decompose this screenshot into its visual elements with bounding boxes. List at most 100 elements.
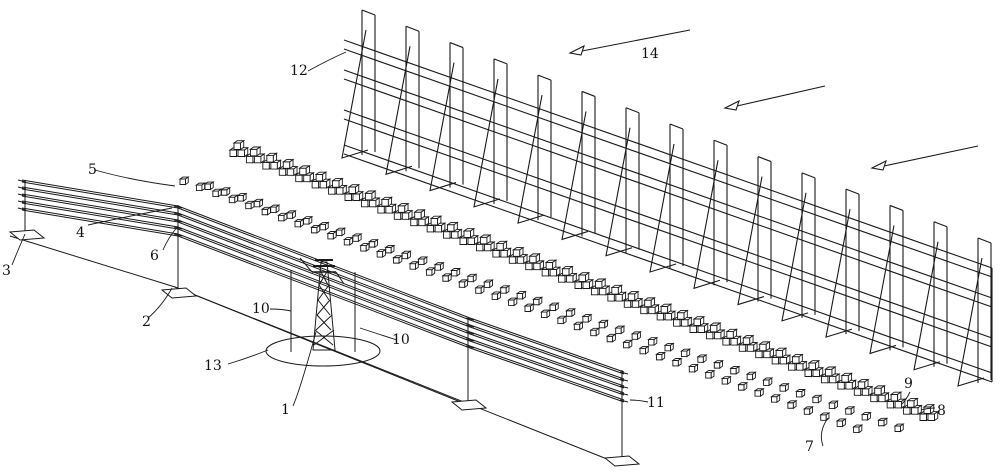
single-block (712, 359, 724, 369)
block-front (680, 350, 688, 358)
block-front (615, 327, 622, 334)
stacked-block (462, 227, 476, 239)
block-front (598, 287, 607, 296)
block-side (562, 315, 567, 325)
stacked-block (860, 385, 874, 397)
fence-rail (343, 69, 993, 299)
fence-post-top (449, 42, 464, 49)
single-block (860, 411, 872, 421)
stacked-block (889, 391, 903, 402)
block-side (272, 152, 278, 163)
block-front (377, 206, 385, 214)
label-9: 9 (904, 376, 913, 392)
block-front (443, 231, 451, 239)
stacked-block (314, 171, 328, 182)
block-side (650, 297, 655, 308)
block-side (342, 184, 347, 196)
block-side (293, 165, 298, 177)
block-front (303, 218, 310, 225)
ground-block (572, 321, 584, 331)
tower-jumper (335, 271, 345, 285)
block-side (555, 302, 559, 312)
block-side (375, 197, 380, 208)
stacked-block (265, 152, 279, 163)
block-side (240, 139, 245, 151)
block-side (884, 392, 889, 403)
block-front (376, 251, 384, 258)
block-side (661, 351, 666, 361)
stacked-block (659, 303, 673, 314)
stacked-block (413, 209, 426, 220)
block-side (332, 230, 337, 240)
block-side (880, 385, 885, 396)
block-front (529, 255, 537, 264)
block-front (430, 217, 439, 226)
block-front (220, 189, 228, 196)
block-front (360, 245, 367, 252)
block-side (704, 322, 709, 334)
insulator (173, 219, 183, 223)
block-side (441, 222, 446, 233)
block-side (316, 224, 321, 234)
ground-block (753, 387, 765, 398)
block-front (533, 262, 541, 271)
block-side (357, 233, 362, 243)
block-side (546, 309, 551, 319)
fence-post-top (669, 123, 684, 130)
stacked-block (548, 266, 562, 277)
insulator (619, 371, 629, 375)
single-block (729, 365, 741, 375)
stacked-block (824, 366, 837, 377)
label-10a: 10 (252, 301, 270, 317)
single-block (532, 296, 544, 306)
single-block (450, 267, 462, 277)
block-front (249, 148, 258, 157)
block-side (867, 411, 871, 421)
block-side (300, 218, 304, 228)
block-front (401, 252, 409, 260)
block-front (286, 168, 295, 176)
block-side (667, 303, 672, 314)
block-front (336, 187, 344, 195)
block-front (763, 350, 771, 359)
block-front (393, 257, 400, 264)
block-front (771, 356, 780, 365)
block-front (327, 232, 334, 240)
block-side (835, 373, 840, 384)
block-side (621, 291, 627, 302)
block-side (420, 209, 425, 220)
block-front (545, 261, 554, 270)
block-front (573, 323, 581, 331)
block-front (738, 344, 747, 352)
ground-block (556, 315, 568, 325)
fence-brace (781, 192, 809, 322)
conductor-wire (21, 193, 625, 387)
block-side (671, 310, 676, 321)
block-front (352, 193, 360, 201)
block-side (913, 397, 918, 409)
block-front (611, 287, 619, 295)
insulator (173, 212, 183, 216)
block-front (508, 299, 515, 306)
block-side (259, 198, 263, 208)
fence-brace (825, 209, 853, 338)
label-1: 1 (281, 402, 290, 418)
conductor-wire-shadow (21, 202, 625, 396)
block-side (571, 307, 576, 318)
block-front (742, 337, 751, 345)
block-front (894, 425, 901, 432)
block-side (309, 172, 314, 183)
block-side (276, 159, 282, 170)
block-side (735, 365, 740, 375)
fence-rail (343, 144, 993, 374)
leader-lines (11, 51, 936, 447)
block-front (598, 321, 606, 329)
ground-block (638, 345, 650, 355)
label-14: 14 (641, 46, 659, 62)
block-front (310, 226, 318, 234)
block-front (644, 299, 652, 308)
stacked-block (417, 216, 430, 227)
label-7: 7 (805, 439, 814, 455)
block-front (870, 394, 878, 403)
block-side (552, 259, 557, 270)
